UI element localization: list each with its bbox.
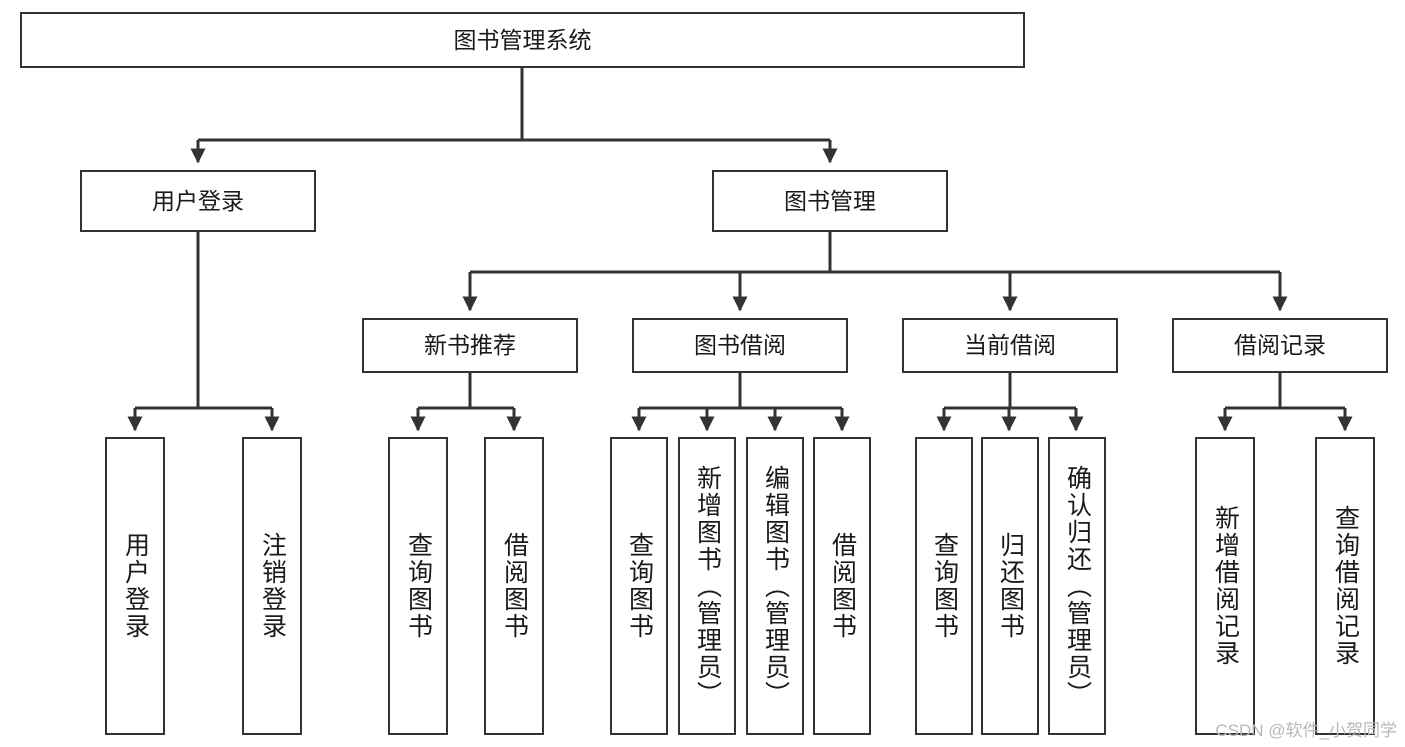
leaf-logout-login[interactable]: 注销登录 — [242, 437, 302, 735]
node-current-borrowing[interactable]: 当前借阅 — [902, 318, 1118, 373]
node-label: 查询图书 — [625, 532, 654, 640]
node-label: 用户登录 — [152, 187, 244, 214]
node-label: 借阅图书 — [500, 532, 529, 640]
node-label: 归还图书 — [996, 532, 1025, 640]
node-label: 新增借阅记录 — [1211, 505, 1240, 667]
node-label: 查询图书 — [404, 532, 433, 640]
leaf-return-books[interactable]: 归还图书 — [981, 437, 1039, 735]
leaf-user-login[interactable]: 用户登录 — [105, 437, 165, 735]
node-label: 借阅图书 — [828, 532, 857, 640]
leaf-query-books-borrowing[interactable]: 查询图书 — [610, 437, 668, 735]
node-label: 查询图书 — [930, 532, 959, 640]
leaf-borrow-books-borrowing[interactable]: 借阅图书 — [813, 437, 871, 735]
node-label: 新书推荐 — [424, 332, 516, 359]
node-label: 用户登录 — [121, 532, 150, 640]
leaf-borrow-books-recommendation[interactable]: 借阅图书 — [484, 437, 544, 735]
node-label: 确认归还（管理员） — [1063, 464, 1092, 708]
leaf-edit-book-admin[interactable]: 编辑图书（管理员） — [746, 437, 804, 735]
leaf-query-books-recommendation[interactable]: 查询图书 — [388, 437, 448, 735]
node-book-borrowing[interactable]: 图书借阅 — [632, 318, 848, 373]
node-label: 图书借阅 — [694, 332, 786, 359]
leaf-query-borrowing-record[interactable]: 查询借阅记录 — [1315, 437, 1375, 735]
node-label: 编辑图书（管理员） — [761, 464, 790, 708]
node-borrowing-records[interactable]: 借阅记录 — [1172, 318, 1388, 373]
leaf-confirm-return-admin[interactable]: 确认归还（管理员） — [1048, 437, 1106, 735]
node-label: 借阅记录 — [1234, 332, 1326, 359]
node-label: 注销登录 — [258, 532, 287, 640]
leaf-query-books-current[interactable]: 查询图书 — [915, 437, 973, 735]
node-new-book-recommendation[interactable]: 新书推荐 — [362, 318, 578, 373]
node-label: 图书管理系统 — [453, 26, 592, 53]
watermark-text: CSDN @软件_小贺同学 — [1215, 721, 1397, 740]
node-user-login[interactable]: 用户登录 — [80, 170, 316, 232]
node-label: 当前借阅 — [964, 332, 1056, 359]
node-label: 新增图书（管理员） — [693, 464, 722, 708]
leaf-add-borrowing-record[interactable]: 新增借阅记录 — [1195, 437, 1255, 735]
leaf-add-book-admin[interactable]: 新增图书（管理员） — [678, 437, 736, 735]
node-book-management[interactable]: 图书管理 — [712, 170, 948, 232]
node-label: 图书管理 — [784, 187, 876, 214]
node-label: 查询借阅记录 — [1331, 505, 1360, 667]
node-root-book-management-system[interactable]: 图书管理系统 — [20, 12, 1025, 68]
